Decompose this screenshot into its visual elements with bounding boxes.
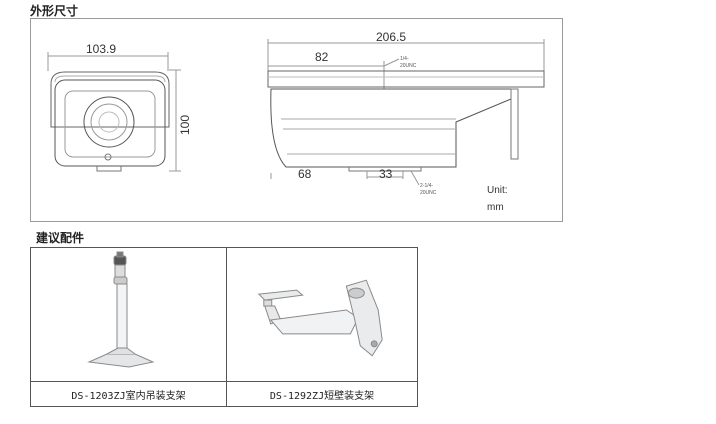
ceiling-mount-bracket-icon	[87, 251, 155, 368]
dimensions-diagram: 103.9 100	[30, 18, 563, 222]
side-mount-offset-label: 82	[315, 50, 329, 64]
dimensions-drawing: 103.9 100	[47, 30, 545, 213]
side-front-label: 68	[298, 167, 312, 181]
accessory-cell: DS-1203ZJ室内吊装支架	[31, 248, 226, 406]
unit-value: mm	[487, 202, 504, 213]
front-height-label: 100	[178, 115, 192, 135]
front-width-label: 103.9	[86, 42, 116, 56]
side-length-label: 206.5	[376, 30, 406, 44]
side-bottom-hole-label: 33	[379, 167, 393, 181]
bottom-thread-line2: 20UNC	[420, 190, 437, 196]
top-thread-line1: 1/4-	[400, 56, 409, 62]
side-view	[267, 39, 545, 186]
dimensions-heading: 外形尺寸	[30, 4, 79, 18]
wall-mount-bracket-icon	[257, 279, 383, 357]
front-view	[47, 52, 181, 172]
bottom-thread-line1: 2-1/4-	[420, 183, 433, 189]
top-thread-line2: 20UNC	[400, 63, 417, 69]
accessory-caption: DS-1292ZJ短壁装支架	[227, 381, 417, 406]
accessory-cell: DS-1292ZJ短壁装支架	[226, 248, 417, 406]
accessories-heading: 建议配件	[36, 231, 85, 245]
accessory-caption: DS-1203ZJ室内吊装支架	[31, 381, 226, 406]
unit-label: Unit:	[487, 185, 508, 196]
accessories-table: DS-1203ZJ室内吊装支架 DS-1292ZJ短壁装支架	[30, 247, 418, 407]
